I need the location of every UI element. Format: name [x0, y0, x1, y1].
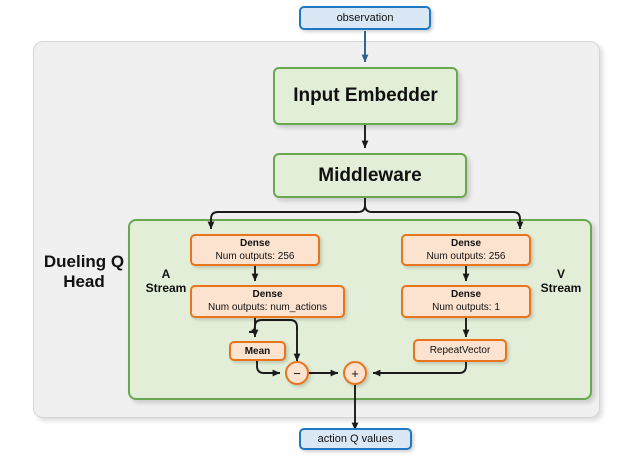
subtract-operator-glyph: −: [293, 365, 301, 381]
subtract-operator-node[interactable]: −: [285, 361, 309, 385]
v-stream-dense-1-subtitle: Num outputs: 1: [432, 302, 500, 313]
v-stream-dense-256-subtitle: Num outputs: 256: [426, 250, 506, 262]
a-stream-dense-actions-title: Dense: [252, 289, 283, 300]
repeat-vector-label: RepeatVector: [429, 345, 491, 356]
v-stream-dense-1-node[interactable]: Dense Num outputs: 1: [401, 285, 531, 318]
repeat-vector-node[interactable]: RepeatVector: [413, 339, 507, 362]
v-stream-dense-256-node[interactable]: Dense Num outputs: 256: [401, 234, 531, 266]
observation-label: observation: [336, 12, 394, 24]
add-operator-node[interactable]: +: [343, 361, 367, 385]
a-stream-dense-256-subtitle: Num outputs: 256: [215, 250, 295, 262]
middleware-label: Middleware: [318, 164, 422, 186]
a-stream-label: A Stream: [145, 267, 187, 295]
a-stream-dense-actions-subtitle: Num outputs: num_actions: [208, 302, 327, 313]
a-stream-dense-256-node[interactable]: Dense Num outputs: 256: [190, 234, 320, 266]
a-stream-dense-256-title: Dense: [239, 237, 270, 249]
mean-node[interactable]: Mean: [229, 341, 286, 361]
a-stream-dense-actions-node[interactable]: Dense Num outputs: num_actions: [190, 285, 345, 318]
middleware-node[interactable]: Middleware: [273, 153, 467, 198]
add-operator-glyph: +: [351, 365, 359, 381]
mean-label: Mean: [244, 345, 271, 357]
input-embedder-node[interactable]: Input Embedder: [273, 67, 458, 125]
v-stream-dense-256-title: Dense: [450, 237, 481, 249]
observation-node[interactable]: observation: [299, 6, 431, 30]
dueling-q-head-label: Dueling Q Head: [43, 252, 125, 291]
action-q-values-node[interactable]: action Q values: [299, 428, 412, 450]
action-q-values-label: action Q values: [317, 433, 394, 445]
input-embedder-label: Input Embedder: [293, 85, 438, 106]
v-stream-dense-1-title: Dense: [450, 289, 481, 300]
v-stream-label: V Stream: [540, 267, 582, 295]
